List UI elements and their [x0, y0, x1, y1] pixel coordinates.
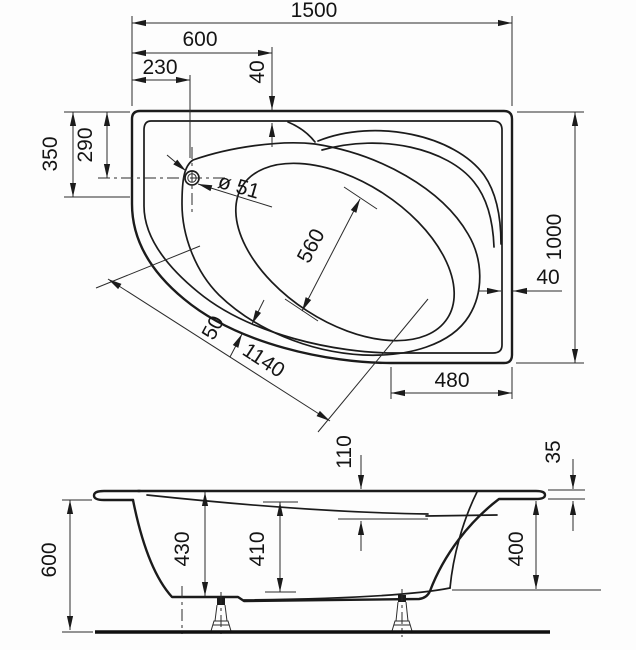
backrest-band-outer: [317, 129, 502, 245]
dim-label-560: 560: [293, 225, 330, 267]
dim-basin-width: 560: [284, 186, 378, 322]
dim-label-290: 290: [74, 127, 97, 162]
dim-label-230: 230: [142, 56, 177, 79]
dim-label-diameter-51: ø 51: [215, 170, 262, 204]
backrest-band-inner: [321, 142, 495, 248]
dim-label-430: 430: [171, 531, 194, 566]
dim-depth-right: 410: [246, 501, 298, 593]
side-view: 600 430 410 110 35: [38, 435, 601, 637]
seat-line: [425, 514, 498, 517]
dim-label-110: 110: [333, 435, 356, 468]
top-view: 1500 600 230 40 350: [39, 0, 584, 433]
dim-label-600: 600: [182, 28, 217, 51]
shell-outline: [131, 489, 547, 603]
dim-label-600-height: 600: [38, 542, 61, 577]
foot-left: [210, 592, 232, 637]
dim-label-1140: 1140: [238, 339, 288, 383]
dim-drain-offset-y: 290: [74, 112, 111, 178]
right-inner-wall: [449, 491, 478, 589]
dim-label-40-right: 40: [536, 266, 559, 289]
bowl-far-edge: [146, 494, 429, 515]
dim-label-480: 480: [434, 369, 469, 392]
dim-label-1500: 1500: [291, 0, 338, 22]
dim-total-height: 600: [38, 499, 93, 633]
dim-overall-width: 1000: [516, 111, 584, 364]
dim-side-left: 350: [39, 111, 130, 198]
dim-rim-right: 40: [478, 266, 562, 295]
dim-label-410: 410: [246, 531, 269, 566]
dim-label-35: 35: [542, 440, 565, 463]
drain: [98, 147, 228, 212]
dim-label-1000: 1000: [543, 214, 566, 261]
dim-bottom-straight: 480: [390, 367, 513, 399]
dim-depth-left: 430: [171, 492, 209, 596]
dim-drain-offset-x: 230: [132, 56, 191, 158]
dim-shelf-drop: 110: [333, 435, 428, 551]
dim-rim-top: 40: [246, 60, 276, 147]
dim-overall-length: 1500: [131, 0, 513, 106]
interior-floor: [243, 587, 451, 601]
backrest-band-cusp: [287, 121, 316, 143]
dim-rim-thickness: 35: [542, 440, 585, 531]
dim-label-350: 350: [39, 136, 62, 171]
basin-outline: [181, 142, 481, 357]
dim-base-height: 400: [452, 501, 601, 591]
left-rim-lip: [92, 489, 142, 502]
dim-label-400: 400: [505, 531, 528, 566]
foot-right: [391, 589, 413, 637]
dim-label-40-top: 40: [246, 60, 269, 83]
